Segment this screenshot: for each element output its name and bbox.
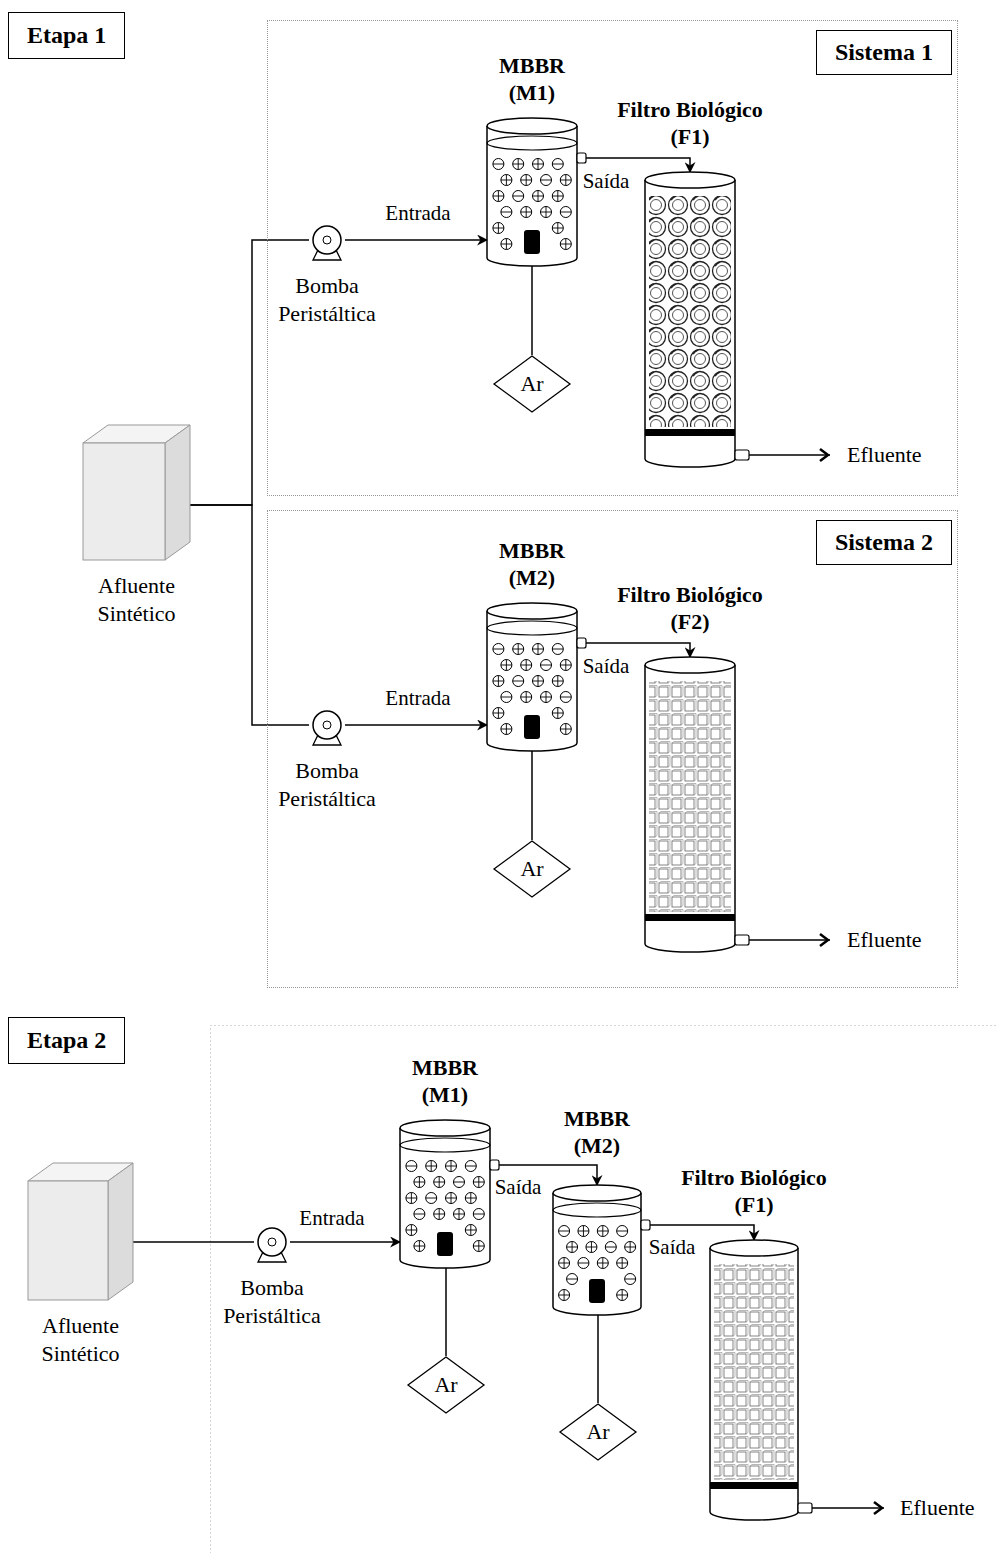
pump-symbol <box>254 1224 290 1262</box>
pipe-line <box>531 751 533 840</box>
pump-label: Bomba Peristáltica <box>208 1274 336 1329</box>
reactor-vessel <box>400 1120 490 1268</box>
pipe-line <box>445 1268 447 1356</box>
pump-label: Bomba Peristáltica <box>263 757 391 812</box>
filter-column <box>645 657 735 952</box>
influent-label: Afluente Sintético <box>25 1312 137 1367</box>
filter-title: Filtro Biológico (F1) <box>679 1165 829 1218</box>
influent-container <box>83 425 190 560</box>
stage-label: Etapa 2 <box>8 1017 125 1064</box>
mbbr-reactor: MBBR (M1) <box>395 1055 495 1268</box>
flow-label: Saída <box>581 169 632 193</box>
pump-label: Bomba Peristáltica <box>263 272 391 327</box>
pipe-line <box>190 505 309 725</box>
biological-filter: Filtro Biológico (F2) <box>615 582 765 952</box>
air-label: Ar <box>559 1403 637 1461</box>
flow-arrow <box>345 239 487 241</box>
flow-arrow <box>345 724 487 726</box>
flow-label: Entrada <box>297 1206 366 1230</box>
stage-title: Etapa 2 <box>27 1026 106 1055</box>
flow-arrow <box>290 1241 400 1243</box>
air-label: Ar <box>407 1356 485 1414</box>
system-title: Sistema 1 <box>816 30 952 75</box>
reactor-vessel <box>487 603 577 751</box>
flow-label: Saída <box>493 1175 544 1199</box>
reactor-title: MBBR (M2) <box>547 1106 647 1159</box>
flow-label: Entrada <box>383 201 452 225</box>
pipe-line <box>190 240 309 505</box>
effluent-label: Efluente <box>845 927 924 952</box>
filter-column <box>710 1240 798 1520</box>
air-supply: Ar <box>493 840 571 898</box>
system-region: Bomba PeristálticaMBBR (M1)Filtro Biológ… <box>267 20 958 496</box>
peristaltic-pump: Bomba Peristáltica <box>208 1224 336 1329</box>
pipe-line <box>531 266 533 355</box>
mbbr-reactor: MBBR (M2) <box>482 538 582 751</box>
stage-title: Etapa 1 <box>27 21 106 50</box>
air-label: Ar <box>493 355 571 413</box>
peristaltic-pump: Bomba Peristáltica <box>263 707 391 812</box>
biological-filter: Filtro Biológico (F1) <box>615 97 765 467</box>
mbbr-reactor: MBBR (M2) <box>547 1106 647 1315</box>
influent-container <box>28 1163 133 1300</box>
reactor-title: MBBR (M2) <box>482 538 582 591</box>
filter-title: Filtro Biológico (F1) <box>615 97 765 150</box>
air-supply: Ar <box>407 1356 485 1414</box>
peristaltic-pump: Bomba Peristáltica <box>263 222 391 327</box>
biological-filter: Filtro Biológico (F1) <box>679 1165 829 1520</box>
mbbr-reactor: MBBR (M1) <box>482 53 582 266</box>
reactor-title: MBBR (M1) <box>395 1055 495 1108</box>
pump-symbol <box>309 707 345 745</box>
effluent-label: Efluente <box>845 442 924 467</box>
reactor-vessel <box>553 1185 641 1315</box>
influent-tank: Afluente Sintético <box>81 425 193 627</box>
flow-label: Saída <box>581 654 632 678</box>
reactor-title: MBBR (M1) <box>482 53 582 106</box>
system-title: Sistema 2 <box>816 520 952 565</box>
air-label: Ar <box>493 840 571 898</box>
air-supply: Ar <box>559 1403 637 1461</box>
pipe-line <box>597 1315 599 1403</box>
effluent-label: Efluente <box>898 1495 977 1520</box>
flow-label: Saída <box>647 1235 698 1259</box>
pump-symbol <box>309 222 345 260</box>
pipe-line <box>133 1241 254 1243</box>
influent-tank: Afluente Sintético <box>25 1163 137 1367</box>
stage-label: Etapa 1 <box>8 12 125 59</box>
system-region: Bomba PeristálticaMBBR (M2)Filtro Biológ… <box>267 510 958 988</box>
flow-label: Entrada <box>383 686 452 710</box>
influent-label: Afluente Sintético <box>81 572 193 627</box>
filter-title: Filtro Biológico (F2) <box>615 582 765 635</box>
reactor-vessel <box>487 118 577 266</box>
stage-region <box>211 1026 996 1553</box>
filter-column <box>645 172 735 467</box>
air-supply: Ar <box>493 355 571 413</box>
